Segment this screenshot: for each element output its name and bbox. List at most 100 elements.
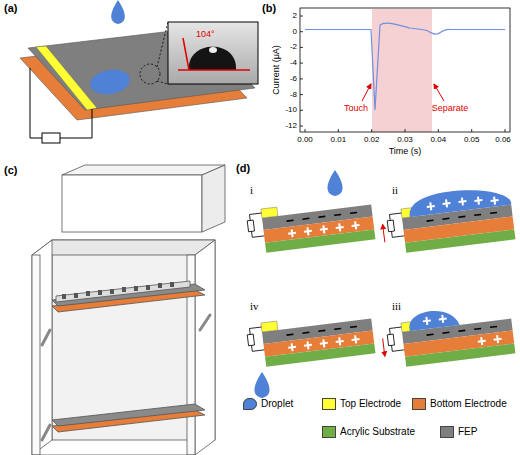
droplet-highlight	[209, 47, 217, 53]
nozzle-row	[62, 294, 66, 299]
negative-charges	[318, 330, 325, 332]
tick-label: -2	[290, 43, 297, 51]
current-plot	[300, 8, 510, 132]
positive-charges	[306, 227, 309, 235]
positive-charges	[425, 317, 428, 325]
nozzle-row	[134, 286, 138, 291]
legend-swatch	[243, 398, 257, 410]
negative-charges	[458, 216, 465, 218]
nozzle-row	[98, 290, 102, 295]
wall-slots	[200, 315, 210, 330]
legend-swatch	[322, 398, 336, 410]
legend-text: Droplet	[261, 399, 293, 409]
negative-charges	[442, 332, 449, 334]
event-label: Separate	[432, 104, 469, 113]
legend-swatch	[322, 426, 336, 438]
spread-droplet	[407, 184, 511, 217]
angle-value: 104°	[196, 30, 215, 39]
axis-ticks	[300, 110, 303, 111]
current-curve	[305, 23, 505, 110]
axis-ticks	[300, 16, 505, 132]
inset-photo	[168, 22, 258, 84]
box-side	[202, 165, 225, 232]
stage-ii	[380, 184, 516, 255]
negative-charges	[334, 328, 341, 330]
wall-slots	[42, 315, 210, 440]
cabinet-right-wall	[195, 240, 215, 455]
negative-charges	[442, 218, 449, 220]
positive-charges	[493, 196, 496, 204]
positive-charges	[354, 335, 357, 343]
negative-charges	[286, 212, 357, 222]
positive-charges	[480, 337, 483, 345]
droplet-spot	[88, 67, 132, 98]
substrate-layer	[265, 343, 375, 366]
legend-swatch	[440, 426, 454, 438]
top-electrode	[261, 207, 278, 218]
axis-ticks	[338, 129, 339, 132]
positive-charges	[338, 223, 341, 231]
axis-ticks	[471, 129, 472, 132]
stage-ii	[380, 184, 516, 255]
positive-charges	[441, 315, 444, 323]
stage-i	[246, 170, 375, 255]
wire	[30, 68, 92, 138]
positive-charges	[426, 193, 499, 213]
negative-charges	[302, 218, 309, 220]
negative-charges	[302, 332, 309, 334]
negative-charges	[350, 326, 357, 328]
legend-swatch	[412, 398, 426, 410]
tick-label: 0.04	[431, 136, 447, 144]
axis-ticks	[405, 129, 406, 132]
positive-charges	[306, 341, 309, 349]
substrate-layer	[405, 229, 515, 252]
axis-ticks	[300, 78, 303, 79]
panel-label: (c)	[4, 165, 17, 176]
negative-charges	[490, 212, 497, 214]
nozzle-row	[110, 289, 114, 294]
positive-charges	[338, 337, 341, 345]
touch-arrow	[362, 84, 371, 101]
axis-ticks	[300, 126, 303, 127]
legend-text: FEP	[458, 427, 477, 437]
tick-label: -8	[290, 91, 297, 99]
negative-charges	[350, 212, 357, 214]
stage-number: iv	[250, 301, 259, 312]
tick-label: 0.01	[331, 136, 347, 144]
device-sketch	[20, 0, 258, 143]
panel-label: (b)	[262, 3, 276, 14]
stage-i	[246, 196, 375, 255]
tick-label: -4	[290, 59, 297, 67]
stage-number: iii	[392, 301, 401, 312]
positive-charges	[322, 339, 325, 347]
tick-label: -12	[285, 122, 297, 130]
axis-ticks	[300, 16, 303, 17]
positive-charges	[322, 225, 325, 233]
negative-charges	[334, 214, 341, 216]
negative-charges	[426, 326, 497, 336]
substrate-layer	[265, 229, 375, 252]
positive-charges	[291, 343, 294, 351]
tick-label: 0.00	[297, 136, 313, 144]
cabinet-left-post	[32, 255, 40, 455]
contact-droplet	[189, 47, 236, 70]
separate-arrow	[434, 84, 444, 101]
positive-charges	[422, 308, 502, 352]
nozzle-row	[74, 293, 78, 298]
legend-text: Acrylic Substrate	[340, 427, 415, 437]
nozzle-row	[170, 282, 174, 287]
axis-ticks	[505, 129, 506, 132]
negative-charges	[426, 212, 497, 222]
positive-charges	[477, 196, 480, 204]
zoom-lines	[157, 22, 168, 84]
enclosure-sketch	[32, 165, 225, 455]
contact-band	[372, 9, 432, 132]
negative-charges	[474, 214, 481, 216]
tick-label: 0.03	[397, 136, 413, 144]
shrinking-droplet	[408, 308, 460, 331]
negative-charges	[426, 219, 433, 221]
falling-droplet	[327, 170, 342, 196]
resistor-symbol	[387, 220, 394, 232]
axis-ticks	[300, 94, 303, 95]
